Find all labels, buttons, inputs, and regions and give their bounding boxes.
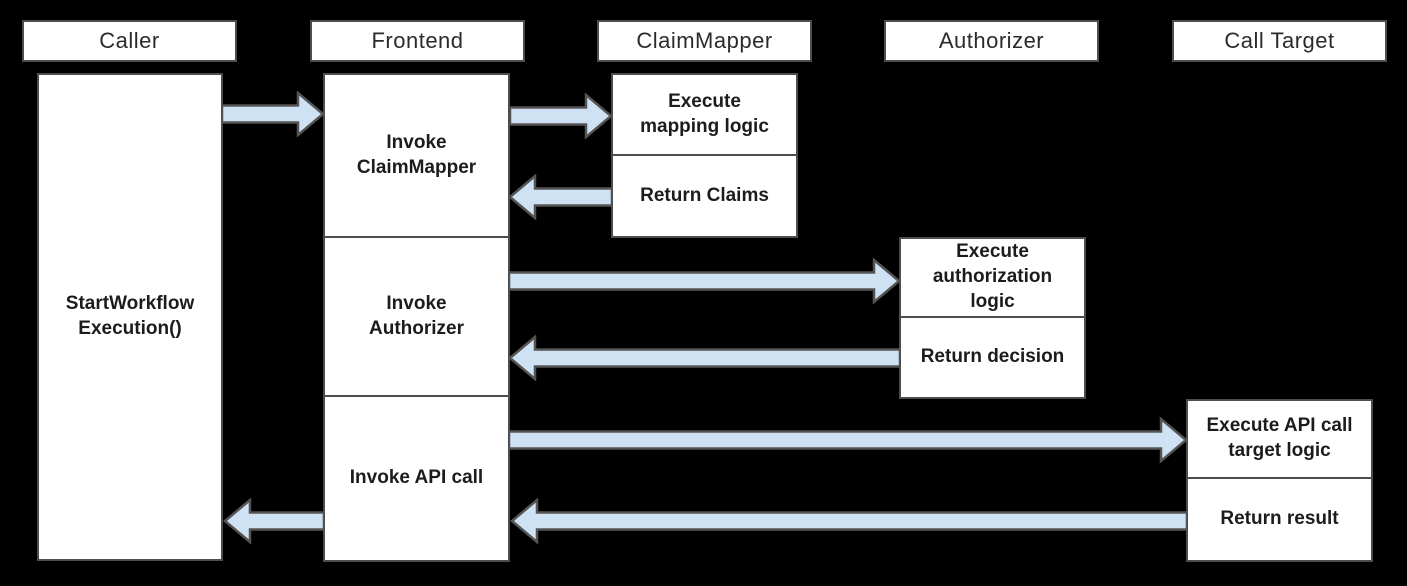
box-invoke-api-call: Invoke API call (323, 395, 510, 562)
lane-header-caller: Caller (22, 20, 237, 62)
box-label: Return decision (920, 346, 1065, 368)
box-label: Execute authorization logic (932, 241, 1053, 312)
arrow-right-icon-frontend-to-authorizer (509, 258, 901, 304)
lane-header-claimmapper: ClaimMapper (597, 20, 812, 62)
lane-header-authorizer: Authorizer (884, 20, 1099, 62)
lane-header-call-target: Call Target (1172, 20, 1387, 62)
box-label: Return Claims (640, 184, 769, 206)
arrow-left-icon-claimmapper-to-frontend (508, 174, 612, 220)
arrow-right-icon-frontend-to-call-target (509, 417, 1188, 463)
box-invoke-claimmapper: Invoke ClaimMapper (323, 73, 510, 238)
lane-header-label: Caller (99, 28, 160, 53)
box-execute-mapping-logic: Execute mapping logic (611, 73, 798, 156)
box-execute-authorization-logic: Execute authorization logic (899, 237, 1086, 318)
arrow-left-icon-call-target-to-frontend (510, 498, 1187, 544)
box-label: Execute mapping logic (640, 90, 769, 137)
lane-header-label: Frontend (371, 28, 464, 53)
box-execute-api-call-target-logic: Execute API call target logic (1186, 399, 1373, 479)
box-return-claims: Return Claims (611, 154, 798, 238)
arrow-right-icon-caller-to-frontend (222, 91, 325, 137)
box-return-decision: Return decision (899, 316, 1086, 399)
box-label: Execute API call target logic (1206, 415, 1353, 461)
box-label: Return result (1220, 508, 1339, 530)
box-invoke-authorizer: Invoke Authorizer (323, 236, 510, 397)
arrow-right-icon-frontend-to-claimmapper (510, 93, 613, 139)
lane-header-frontend: Frontend (310, 20, 525, 62)
box-label: Invoke ClaimMapper (356, 131, 477, 178)
arrow-left-icon-authorizer-to-frontend (508, 335, 900, 381)
lane-header-label: ClaimMapper (636, 28, 773, 53)
box-label: StartWorkflow Execution() (65, 293, 195, 339)
box-label: Invoke Authorizer (369, 292, 464, 339)
box-return-result: Return result (1186, 477, 1373, 562)
box-label: Invoke API call (349, 467, 484, 489)
lane-header-label: Authorizer (938, 28, 1045, 53)
arrow-left-icon-frontend-to-caller (223, 498, 324, 544)
box-startworkflowexecution: StartWorkflow Execution() (37, 73, 223, 561)
lane-header-label: Call Target (1224, 28, 1335, 53)
